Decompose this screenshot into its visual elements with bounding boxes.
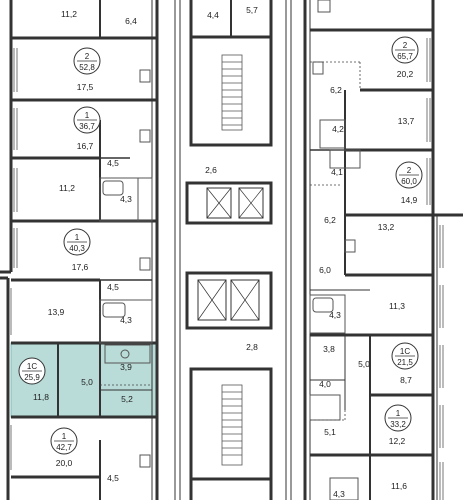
room-area: 13,2	[378, 222, 395, 232]
left-windows	[10, 48, 18, 470]
room-area: 4,3	[120, 194, 132, 204]
unit-type: 1	[62, 432, 67, 441]
unit-type: 1	[85, 111, 90, 120]
left-wing-walls	[0, 0, 159, 500]
right-wing-walls	[303, 0, 463, 500]
unit-area: 42,7	[56, 443, 72, 452]
room-area: 6,2	[324, 215, 336, 225]
unit-area: 25,9	[24, 373, 40, 382]
unit-badges: 2 52,8 1 36,7 1 40,3 1С 25,9 1 42,7	[18, 36, 423, 455]
unit-area: 21,5	[397, 358, 413, 367]
stair-bottom	[221, 384, 243, 466]
room-area: 6,4	[125, 16, 137, 26]
unit-badge[interactable]: 1 33,2	[384, 404, 412, 432]
unit-type: 1С	[400, 347, 410, 356]
right-windows	[426, 38, 444, 500]
room-area: 11,6	[391, 481, 407, 491]
room-labels: 11,2 6,4 17,5 16,7 4,5 11,2 4,3 17,6 4,5…	[33, 5, 418, 499]
room-area: 3,8	[323, 344, 335, 354]
room-area: 4,0	[319, 379, 331, 389]
elevators	[185, 181, 273, 330]
room-area: 4,5	[107, 473, 119, 483]
central-core	[174, 0, 292, 500]
room-area: 4,2	[332, 124, 344, 134]
unit-badge[interactable]: 1 42,7	[50, 427, 78, 455]
room-area: 8,7	[400, 375, 412, 385]
unit-badge[interactable]: 2 65,7	[391, 36, 419, 64]
dashed-lines	[100, 61, 361, 421]
room-area: 2,6	[205, 165, 217, 175]
room-area: 20,2	[397, 69, 414, 79]
room-area: 5,0	[81, 377, 93, 387]
unit-type: 2	[403, 41, 408, 50]
unit-badge[interactable]: 2 52,8	[73, 47, 101, 75]
stair-top	[221, 54, 243, 131]
room-area: 14,9	[401, 195, 418, 205]
unit-area: 33,2	[390, 420, 406, 429]
unit-type: 1	[75, 233, 80, 242]
unit-badge[interactable]: 1С 21,5	[391, 342, 419, 370]
room-area: 16,7	[77, 141, 94, 151]
room-area: 17,6	[72, 262, 89, 272]
left-bathrooms	[99, 69, 153, 468]
room-area: 13,9	[48, 307, 65, 317]
room-area: 4,4	[207, 10, 219, 20]
room-area: 4,5	[107, 158, 119, 168]
room-area: 11,8	[33, 392, 49, 402]
room-area: 5,7	[246, 5, 258, 15]
right-bathrooms	[309, 0, 361, 500]
room-area: 3,9	[120, 362, 132, 372]
room-area: 11,3	[389, 301, 405, 311]
unit-badge-highlighted[interactable]: 1С 25,9	[18, 357, 46, 385]
room-area: 5,1	[324, 427, 336, 437]
unit-area: 40,3	[69, 244, 85, 253]
room-area: 5,2	[121, 394, 133, 404]
unit-type: 1	[396, 409, 401, 418]
room-area: 2,8	[246, 342, 258, 352]
room-area: 4,3	[333, 489, 345, 499]
unit-badge[interactable]: 2 60,0	[395, 161, 423, 189]
room-area: 4,3	[120, 315, 132, 325]
room-area: 11,2	[59, 183, 75, 193]
room-area: 4,1	[331, 167, 343, 177]
unit-area: 60,0	[401, 177, 417, 186]
unit-area: 52,8	[79, 63, 95, 72]
room-area: 4,3	[329, 310, 341, 320]
room-area: 4,5	[107, 282, 119, 292]
unit-type: 2	[85, 52, 90, 61]
unit-badge[interactable]: 1 40,3	[63, 228, 91, 256]
unit-area: 65,7	[397, 52, 413, 61]
room-area: 17,5	[77, 82, 94, 92]
unit-type: 1С	[27, 362, 37, 371]
room-area: 11,2	[61, 9, 77, 19]
room-area: 12,2	[389, 436, 406, 446]
unit-badge[interactable]: 1 36,7	[73, 106, 101, 134]
room-area: 20,0	[56, 458, 73, 468]
unit-type: 2	[407, 166, 412, 175]
room-area: 13,7	[398, 116, 415, 126]
room-area: 5,0	[358, 359, 370, 369]
unit-area: 36,7	[79, 122, 95, 131]
room-area: 6,2	[330, 85, 342, 95]
room-area: 6,0	[319, 265, 331, 275]
